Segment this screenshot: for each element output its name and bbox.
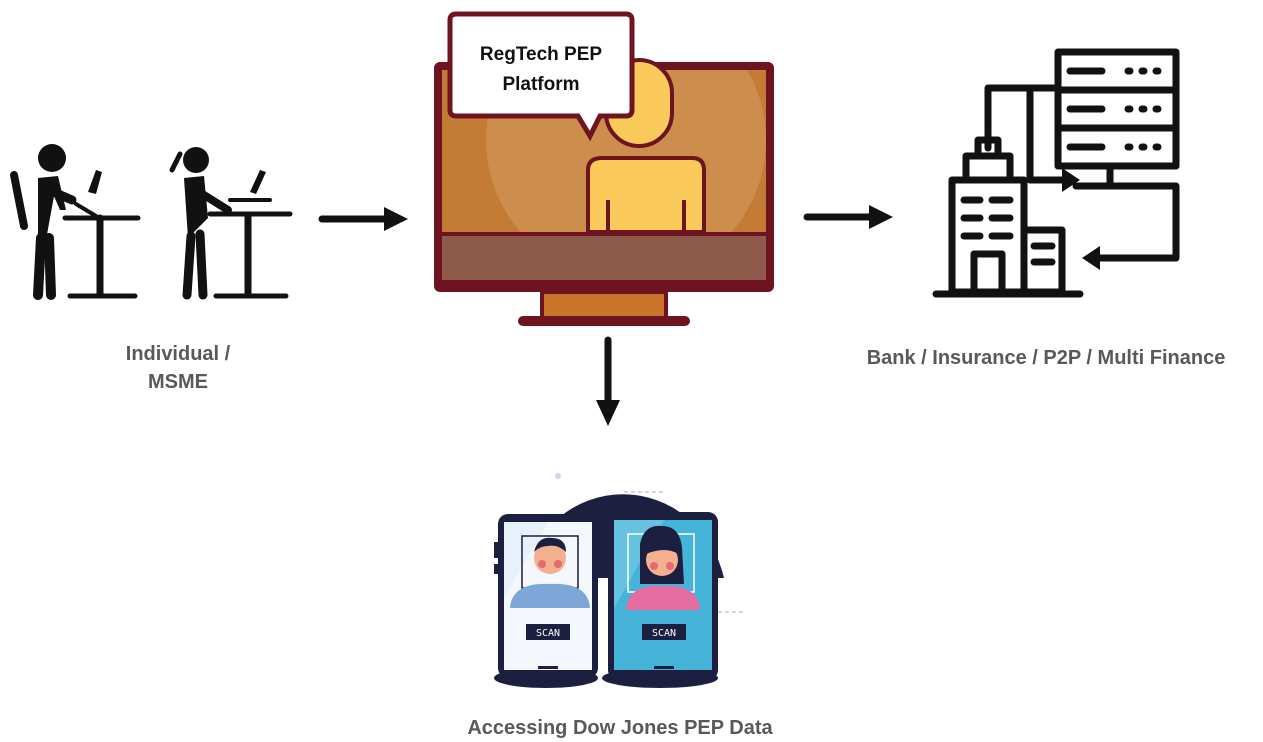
monitor-user-icon: RegTech PEP Platform [434, 11, 774, 326]
individual-msme-label-line-1: Individual / [125, 343, 231, 365]
bank-server-network-icon [932, 48, 1180, 298]
scan-label-left: SCAN [536, 628, 560, 639]
institutions-label: Bank / Insurance / P2P / Multi Finance [826, 344, 1263, 372]
platform-bubble-line-1: RegTech PEP [480, 44, 602, 65]
institutions-node [930, 40, 1190, 310]
individual-msme-label: Individual / MSME [88, 340, 268, 396]
standing-desk-workers-icon [10, 144, 293, 300]
arrow-individual-to-platform [318, 207, 408, 231]
face-scan-phones-icon: SCAN SCAN [494, 473, 744, 688]
individual-msme-node [10, 130, 300, 310]
dowjones-label-text: Accessing Dow Jones PEP Data [467, 717, 773, 739]
platform-node: RegTech PEP Platform [430, 10, 780, 330]
dowjones-label: Accessing Dow Jones PEP Data [420, 714, 820, 742]
platform-bubble-line-2: Platform [502, 74, 579, 95]
dowjones-node: SCAN SCAN [488, 458, 758, 688]
institutions-label-text: Bank / Insurance / P2P / Multi Finance [866, 347, 1226, 369]
individual-msme-label-line-2: MSME [148, 371, 208, 393]
arrow-platform-to-institutions [803, 205, 893, 229]
scan-label-right: SCAN [652, 628, 676, 639]
arrow-platform-to-dowjones [596, 336, 620, 426]
